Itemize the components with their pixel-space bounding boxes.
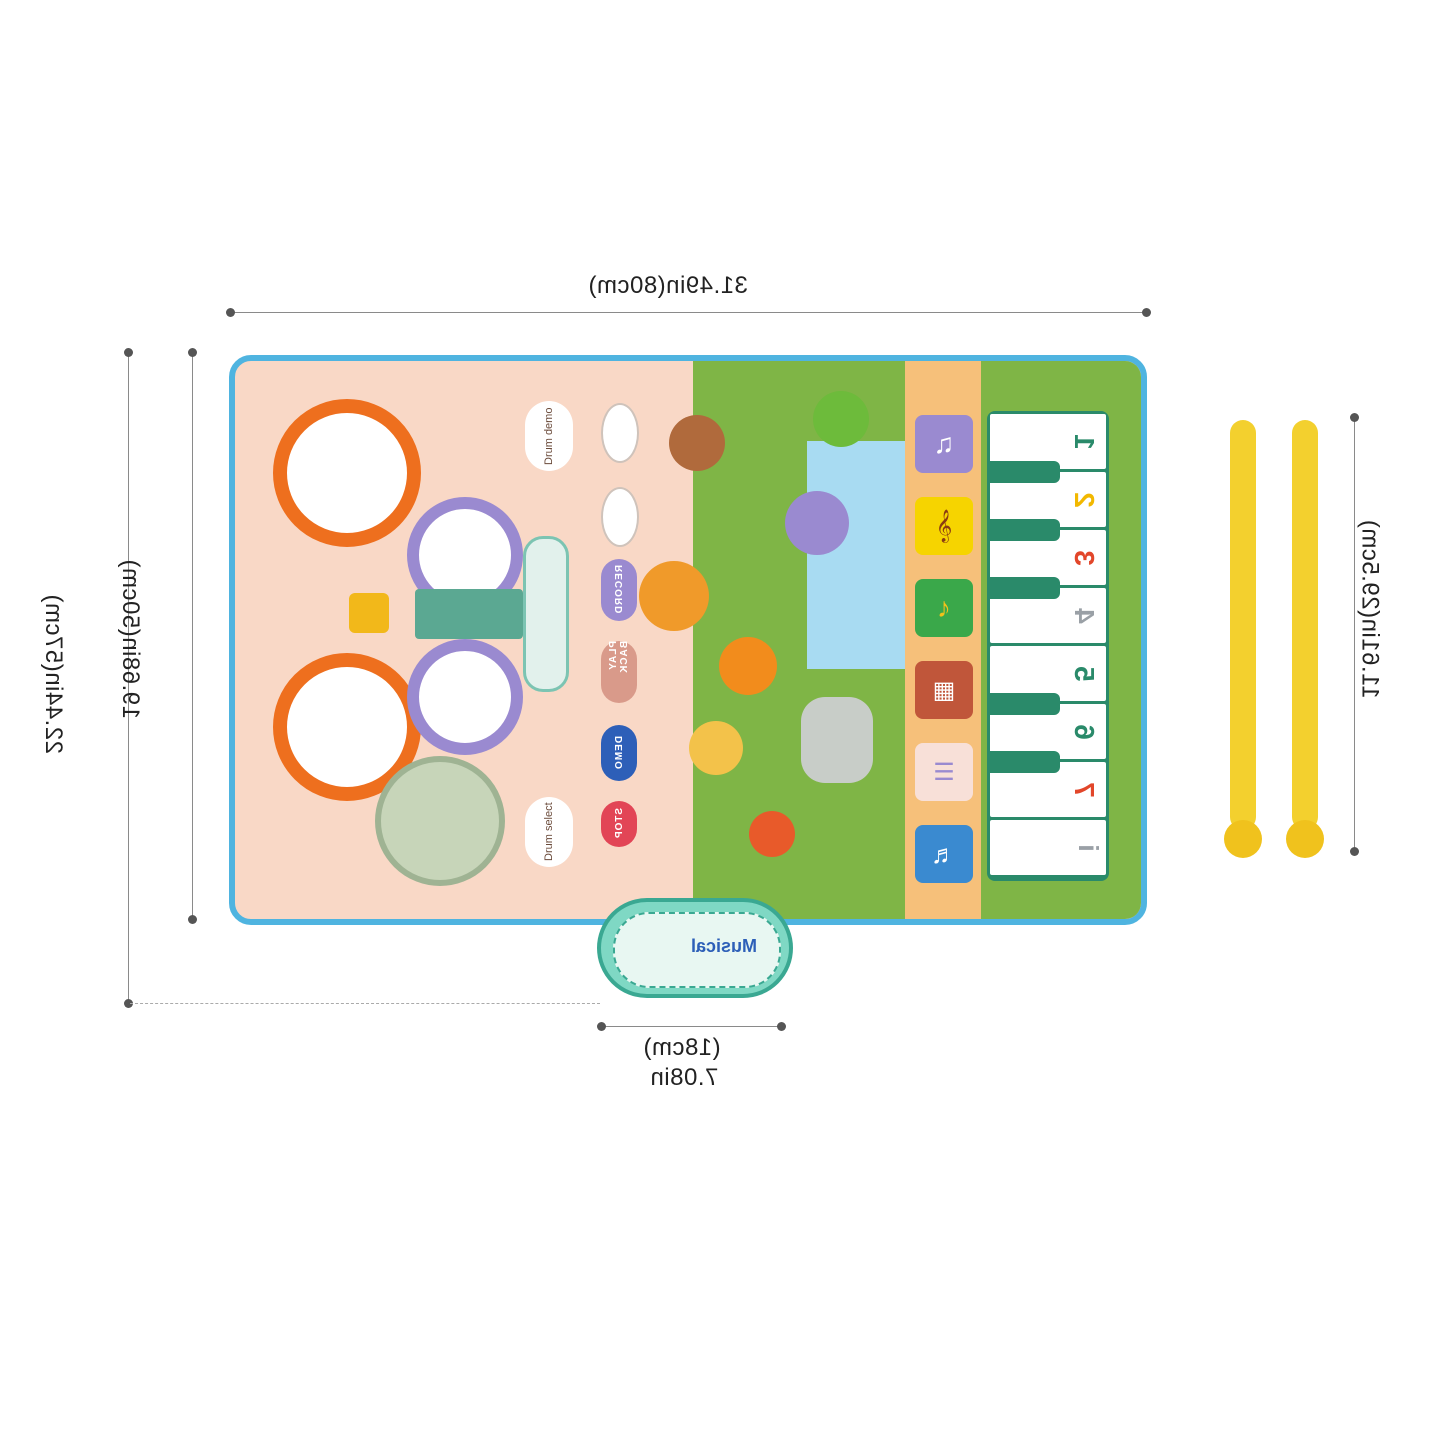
play-back-button[interactable]: PLAY BACK xyxy=(601,641,637,703)
drum-select-oval-button[interactable] xyxy=(601,487,639,547)
speaker-unit[interactable]: Musical xyxy=(597,898,793,998)
drum-orange-top[interactable] xyxy=(273,399,421,547)
violin-icon: 𝄞 xyxy=(935,509,953,541)
piano-key-number: i xyxy=(1073,843,1105,852)
drum-stick-left xyxy=(1230,420,1256,830)
accordion-icon: ▦ xyxy=(932,676,956,704)
water-zone xyxy=(807,441,905,669)
tiger-icon[interactable] xyxy=(719,637,777,695)
stick-length-label: 11.61in(29.5cm) xyxy=(1356,519,1384,699)
piano-key-8[interactable]: i xyxy=(990,820,1106,875)
piano-icon: ♫ xyxy=(933,428,955,459)
saxophone-instrument-button[interactable]: ♪ xyxy=(915,579,973,637)
drum-select-label: Drum select xyxy=(525,797,573,867)
violin-instrument-button[interactable]: 𝄞 xyxy=(915,497,973,555)
mat-height-line xyxy=(192,352,193,920)
hippo-icon[interactable] xyxy=(785,491,849,555)
cymbal[interactable] xyxy=(375,756,505,886)
xylophone-instrument-button[interactable]: ☰ xyxy=(915,743,973,801)
guitar-icon: ♬ xyxy=(931,838,957,869)
piano-black-key[interactable] xyxy=(990,693,1060,715)
mat-height-dot-bottom xyxy=(188,915,197,924)
drum-stick-left-head xyxy=(1224,820,1262,858)
piano-instrument-button[interactable]: ♫ xyxy=(915,415,973,473)
outer-height-dashed-guide xyxy=(130,1003,600,1004)
elephant-icon[interactable] xyxy=(801,697,873,783)
drum-stand xyxy=(415,589,523,639)
lion-icon[interactable] xyxy=(639,561,709,631)
giraffe-icon[interactable] xyxy=(689,721,743,775)
mat-height-dot-top xyxy=(188,348,197,357)
speaker-grille xyxy=(613,912,781,988)
piano-black-key[interactable] xyxy=(990,577,1060,599)
frog-icon[interactable] xyxy=(813,391,869,447)
drum-stick-right-head xyxy=(1286,820,1324,858)
piano-key-1[interactable]: 1 xyxy=(990,414,1106,469)
piano-key-number: 1 xyxy=(1069,433,1101,450)
hi-hat[interactable] xyxy=(523,536,569,692)
outer-height-label: 22.44in(57cm) xyxy=(39,594,67,754)
stick-length-dot-bottom xyxy=(1350,847,1359,856)
drum-demo-label: Drum demo xyxy=(525,401,573,471)
drum-purple-bottom[interactable] xyxy=(407,639,523,755)
piano-key-number: 3 xyxy=(1069,549,1101,566)
bird-icon[interactable] xyxy=(749,811,795,857)
piano-keyboard: 1 2 3 4 5 6 7 i xyxy=(987,411,1109,881)
demo-button[interactable]: DEMO xyxy=(601,725,637,781)
width-label: 31.49in(80cm) xyxy=(588,272,748,299)
piano-black-key[interactable] xyxy=(990,461,1060,483)
drum-stick-right xyxy=(1292,420,1318,830)
piano-key-number: 5 xyxy=(1069,665,1101,682)
speaker-width-in-label: 7.08in xyxy=(650,1064,719,1091)
width-dimension-line xyxy=(231,312,1147,313)
piano-black-key[interactable] xyxy=(990,519,1060,541)
piano-black-key[interactable] xyxy=(990,751,1060,773)
speaker-logo: Musical xyxy=(691,936,758,956)
saxophone-icon: ♪ xyxy=(937,592,951,623)
speaker-width-cm-label: (18cm) xyxy=(643,1034,721,1061)
piano-key-number: 7 xyxy=(1069,781,1101,798)
piano-key-number: 6 xyxy=(1069,723,1101,740)
xylophone-icon: ☰ xyxy=(933,758,955,786)
monkey-icon[interactable] xyxy=(669,415,725,471)
mat-height-label: 19.68in(50cm) xyxy=(116,559,144,719)
accordion-instrument-button[interactable]: ▦ xyxy=(915,661,973,719)
guitar-instrument-button[interactable]: ♬ xyxy=(915,825,973,883)
stick-length-line xyxy=(1354,418,1355,852)
speaker-width-dot-left xyxy=(597,1022,606,1031)
cowbell[interactable] xyxy=(349,593,389,633)
piano-key-number: 2 xyxy=(1069,491,1101,508)
music-mat: RECORD PLAY BACK DEMO STOP Drum demo Dru… xyxy=(229,355,1147,925)
speaker-width-dot-right xyxy=(777,1022,786,1031)
width-dot-right xyxy=(1142,308,1151,317)
stick-length-dot-top xyxy=(1350,413,1359,422)
outer-height-line xyxy=(128,352,129,1004)
outer-height-dot-top xyxy=(124,348,133,357)
piano-key-number: 4 xyxy=(1069,607,1101,624)
piano-key-5[interactable]: 5 xyxy=(990,646,1106,701)
speaker-width-line xyxy=(601,1026,781,1027)
width-dot-left xyxy=(226,308,235,317)
drum-demo-oval-button[interactable] xyxy=(601,403,639,463)
outer-height-dot-bottom xyxy=(124,999,133,1008)
record-button[interactable]: RECORD xyxy=(601,559,637,621)
stop-button[interactable]: STOP xyxy=(601,801,637,847)
